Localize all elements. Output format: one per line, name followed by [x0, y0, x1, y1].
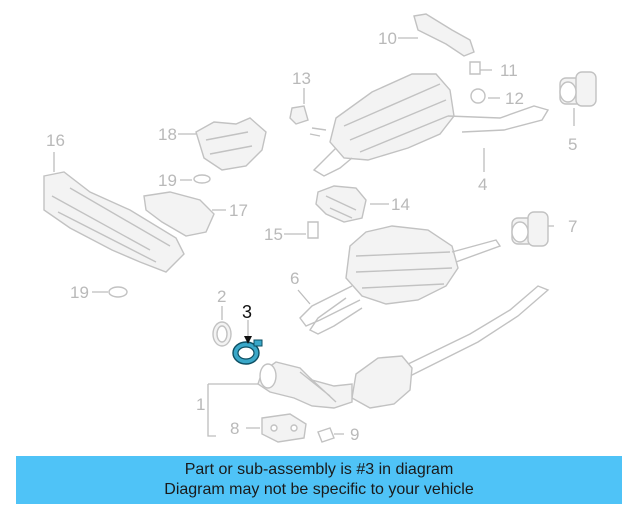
bolt-15[interactable] [307, 221, 319, 239]
callout-3: 3 [242, 302, 252, 322]
callout-8: 8 [230, 419, 239, 438]
clip-19-upper[interactable] [193, 174, 211, 184]
hanger-5[interactable] [559, 71, 597, 107]
callout-16: 16 [46, 131, 65, 150]
heat-shield-18[interactable] [195, 117, 267, 171]
callout-6: 6 [290, 269, 299, 288]
bracket-14[interactable] [315, 185, 367, 223]
callout-17: 17 [229, 201, 248, 220]
banner-line-part: Part or sub-assembly is #3 in diagram [184, 461, 454, 478]
callout-2: 2 [217, 287, 226, 306]
mount-13[interactable] [289, 105, 309, 125]
callout-9: 9 [350, 425, 359, 444]
clamp-3-highlighted[interactable] [232, 339, 263, 365]
catalytic-converter[interactable] [351, 355, 413, 409]
heat-shield-17[interactable] [143, 191, 215, 237]
callout-13: 13 [292, 69, 311, 88]
front-pipe [451, 239, 502, 263]
callout-18: 18 [158, 125, 177, 144]
muffler-6[interactable] [345, 225, 459, 305]
callout-11: 11 [500, 61, 518, 80]
nut-12[interactable] [470, 88, 486, 104]
tailpipe-lower [299, 285, 363, 335]
callout-1: 1 [196, 395, 205, 414]
heat-shield-16[interactable] [43, 171, 185, 273]
bracket-10[interactable] [413, 13, 475, 57]
clip-19-lower[interactable] [108, 286, 128, 298]
callout-15: 15 [264, 225, 283, 244]
tailpipe-upper [447, 105, 550, 133]
bolt-9[interactable] [317, 427, 335, 443]
hanger-7[interactable] [511, 211, 549, 247]
info-banner: Part or sub-assembly is #3 in diagram Di… [16, 456, 622, 504]
bolt-11[interactable] [469, 61, 481, 75]
callout-19-lower: 19 [70, 283, 89, 302]
callout-5: 5 [568, 135, 577, 154]
gasket-8[interactable] [261, 413, 307, 443]
callout-7: 7 [568, 217, 577, 236]
exhaust-parts-diagram: 10 11 12 13 5 4 7 14 15 17 18 19 16 19 6… [43, 13, 597, 444]
intermediate-pipe [403, 285, 550, 377]
banner-line-disclaimer: Diagram may not be specific to your vehi… [164, 481, 474, 498]
rear-muffler[interactable] [329, 73, 455, 161]
converter-inlet[interactable] [257, 361, 353, 409]
callout-19-upper: 19 [158, 171, 177, 190]
callout-12: 12 [505, 89, 524, 108]
callout-14: 14 [391, 195, 410, 214]
callout-4: 4 [478, 175, 487, 194]
callout-10: 10 [378, 29, 397, 48]
